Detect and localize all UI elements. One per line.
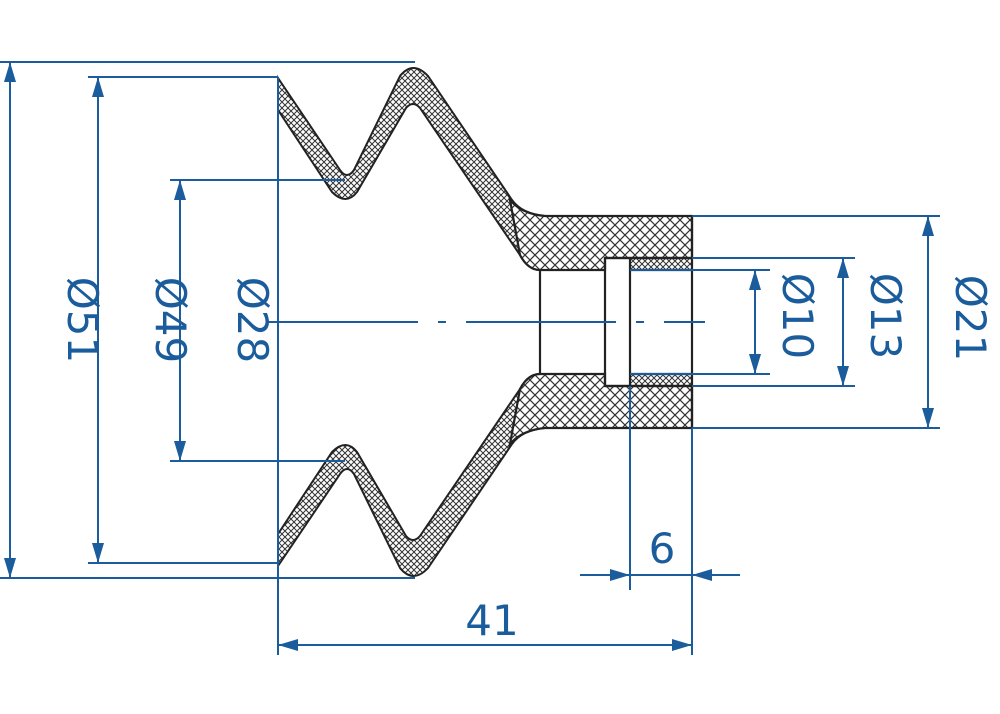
dimension-d49: Ø49	[88, 76, 278, 564]
dimension-len6: 6	[580, 386, 740, 590]
label-d49: Ø49	[146, 277, 195, 364]
dimension-d10: Ø10	[630, 269, 822, 375]
dimension-d51: Ø51	[0, 61, 415, 579]
dimension-len41: 41	[277, 566, 693, 655]
label-len6: 6	[649, 524, 676, 573]
dimensions: Ø51 Ø49 Ø28 Ø10 Ø13	[0, 61, 995, 655]
label-d21: Ø21	[946, 275, 995, 362]
label-len41: 41	[465, 596, 518, 645]
label-d13: Ø13	[861, 273, 910, 360]
dimension-d21: Ø21	[692, 215, 995, 429]
suction-cup-part	[277, 67, 694, 577]
label-d51: Ø51	[58, 277, 107, 364]
label-d28: Ø28	[228, 277, 277, 364]
label-d10: Ø10	[773, 273, 822, 360]
dimension-d28: Ø28	[170, 179, 345, 462]
dimension-d13: Ø13	[692, 257, 910, 387]
